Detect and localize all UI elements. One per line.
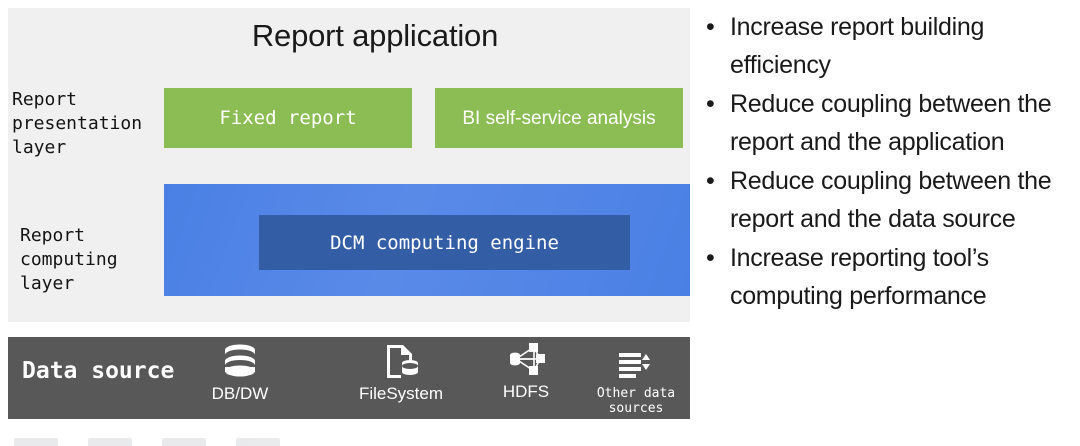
data-source-item-db-dw[interactable]: DB/DW bbox=[200, 342, 280, 403]
data-source-label: FileSystem bbox=[358, 384, 444, 403]
clipped-shape bbox=[14, 438, 58, 446]
data-source-bar bbox=[8, 337, 690, 419]
network-nodes-icon bbox=[504, 340, 548, 380]
box-dcm-computing-engine[interactable]: DCM computing engine bbox=[259, 215, 630, 270]
clipped-shape bbox=[88, 438, 132, 446]
list-item-text: Increase reporting tool’s computing perf… bbox=[730, 244, 989, 310]
report-application-title: Report application bbox=[251, 18, 499, 53]
bullet-marker-icon: • bbox=[706, 167, 715, 195]
list-item: • Increase reporting tool’s computing pe… bbox=[706, 239, 1080, 315]
list-item: • Reduce coupling between the report and… bbox=[706, 162, 1080, 238]
data-source-label: DB/DW bbox=[211, 384, 269, 403]
list-item-text: Reduce coupling between the report and t… bbox=[730, 90, 1052, 156]
layer-label-presentation: Report presentation layer bbox=[12, 89, 143, 158]
list-item: • Increase report building efficiency bbox=[706, 8, 1080, 84]
bullet-marker-icon: • bbox=[706, 90, 715, 118]
data-source-title: Data source bbox=[22, 358, 175, 384]
box-fixed-report[interactable]: Fixed report bbox=[164, 88, 412, 148]
data-source-item-filesystem[interactable]: FileSystem bbox=[352, 342, 450, 403]
data-source-item-hdfs[interactable]: HDFS bbox=[485, 340, 567, 401]
clipped-bottom-row bbox=[14, 438, 394, 446]
box-bi-self-service-analysis[interactable]: BI self-service analysis bbox=[435, 88, 683, 148]
bullet-marker-icon: • bbox=[706, 13, 715, 41]
clipped-shape bbox=[236, 438, 280, 446]
list-item: • Reduce coupling between the report and… bbox=[706, 85, 1080, 161]
architecture-diagram: Report application Report presentation l… bbox=[8, 8, 690, 446]
data-source-label: Other data sources bbox=[596, 386, 676, 416]
database-icon bbox=[221, 342, 259, 382]
list-item-text: Increase report building efficiency bbox=[730, 13, 985, 79]
layer-label-computing: Report computing layer bbox=[20, 225, 118, 294]
data-source-item-other[interactable]: Other data sources bbox=[588, 344, 684, 416]
file-document-icon bbox=[381, 342, 421, 382]
clipped-shape bbox=[162, 438, 206, 446]
list-item-text: Reduce coupling between the report and t… bbox=[730, 167, 1052, 233]
data-source-label: HDFS bbox=[502, 382, 550, 401]
list-sort-icon bbox=[617, 344, 655, 384]
benefits-bullet-list: • Increase report building efficiency • … bbox=[706, 0, 1080, 446]
bullet-marker-icon: • bbox=[706, 244, 715, 272]
